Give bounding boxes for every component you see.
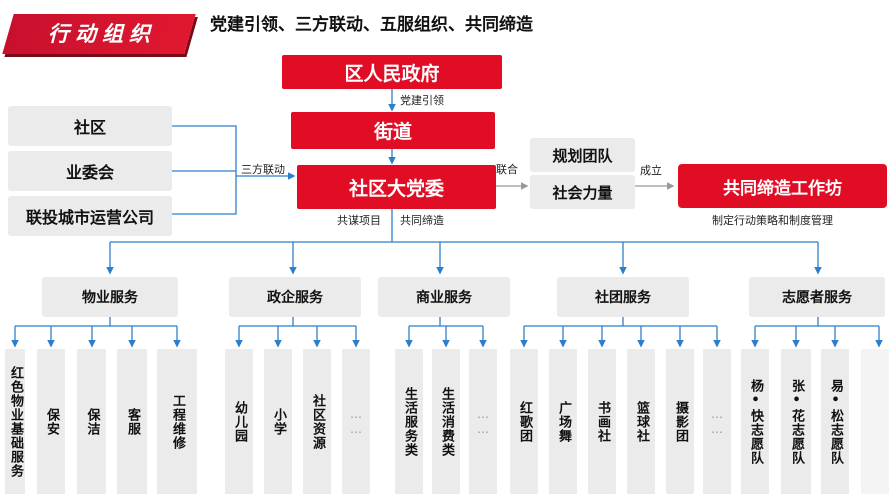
leaf-more-2: …… xyxy=(469,349,497,494)
leaf-maintenance: 工程维修 xyxy=(157,349,197,494)
leaf-red-property-basic: 红色物业基础服务 xyxy=(5,349,25,494)
service-volunteers: 志愿者服务 xyxy=(749,277,885,317)
community-box: 社区 xyxy=(8,106,172,146)
service-commercial: 商业服务 xyxy=(378,277,510,317)
leaf-blank xyxy=(861,349,889,494)
leaf-life-services: 生活服务类 xyxy=(395,349,423,494)
district-government-box: 区人民政府 xyxy=(282,55,502,89)
page-title: 党建引领、三方联动、五服组织、共同缔造 xyxy=(210,15,533,35)
operator-company-box: 联投城市运营公司 xyxy=(8,196,172,236)
leaf-kindergarten: 幼儿园 xyxy=(225,349,253,494)
co-build-label: 共同缔造 xyxy=(400,214,444,227)
leaf-more-3: …… xyxy=(703,349,731,494)
tripartite-label: 三方联动 xyxy=(241,163,285,176)
co-plan-label: 共谋项目 xyxy=(337,214,381,227)
leaf-life-consumption: 生活消费类 xyxy=(432,349,460,494)
workshop-desc-label: 制定行动策略和制度管理 xyxy=(712,214,833,227)
community-party-committee-box: 社区大党委 xyxy=(297,165,496,209)
leaf-calligraphy-club: 书画社 xyxy=(588,349,616,494)
leaf-basketball-club: 篮球社 xyxy=(627,349,655,494)
owners-committee-box: 业委会 xyxy=(8,151,172,191)
union-label: 联合 xyxy=(496,163,518,176)
leaf-customer-service: 客服 xyxy=(117,349,147,494)
service-property: 物业服务 xyxy=(42,277,178,317)
leaf-cleaning: 保洁 xyxy=(77,349,106,494)
planning-team-box: 规划团队 xyxy=(530,138,635,172)
section-banner: 行动组织 xyxy=(48,22,156,46)
co-build-workshop-box: 共同缔造工作坊 xyxy=(678,164,887,208)
leaf-primary-school: 小学 xyxy=(264,349,292,494)
leaf-more-1: …… xyxy=(342,349,370,494)
subdistrict-box: 街道 xyxy=(291,112,495,149)
service-associations: 社团服务 xyxy=(557,277,689,317)
leaf-volunteer-zhang: 张•花志愿队 xyxy=(781,349,811,494)
social-forces-box: 社会力量 xyxy=(530,175,635,209)
party-lead-label: 党建引领 xyxy=(400,94,444,107)
leaf-red-song-troupe: 红歌团 xyxy=(510,349,538,494)
service-government-enterprise: 政企服务 xyxy=(229,277,361,317)
leaf-volunteer-yang: 杨•快志愿队 xyxy=(741,349,769,494)
leaf-square-dance: 广场舞 xyxy=(549,349,577,494)
leaf-security: 保安 xyxy=(37,349,65,494)
leaf-volunteer-yi: 易•松志愿队 xyxy=(821,349,849,494)
leaf-photography-group: 摄影团 xyxy=(666,349,694,494)
establish-label: 成立 xyxy=(640,164,662,177)
leaf-community-resources: 社区资源 xyxy=(303,349,331,494)
